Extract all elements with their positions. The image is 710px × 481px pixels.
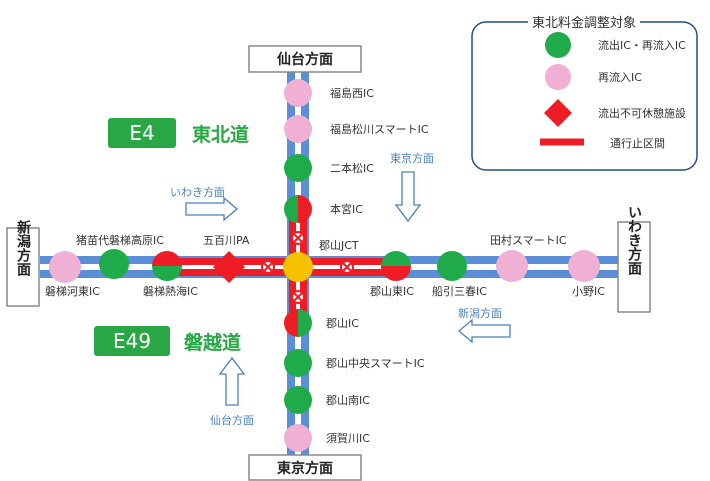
legend-label-green: 流出IC・再流入IC [598,38,686,52]
station-label: 郡山南IC [326,394,370,407]
station-label: 磐梯熱海IC [143,284,198,298]
junction-label: 郡山JCT [319,239,359,252]
direction-iwaki: いわき方面 [170,185,239,222]
up-arrow-icon [218,356,246,406]
station-label: 福島松川スマートIC [330,122,429,136]
station-bandai-kawahigashi[interactable] [49,251,81,283]
station-inawashiro[interactable] [99,249,129,279]
direction-sendai: 仙台方面 [210,356,254,427]
direction-tokyo: 東京方面 [390,151,434,223]
station-label: 五百川PA [203,234,250,247]
station-tamura[interactable] [496,250,528,282]
legend-label-line: 通行止区間 [610,137,665,150]
right-arrow-icon [185,196,239,222]
station-bandai-atami[interactable] [152,251,182,281]
route-banetsu-code: E49 [113,329,151,353]
station-label: 郡山IC [326,317,359,330]
down-arrow-icon [394,171,422,223]
station-fukushima-matsukawa[interactable] [284,115,312,143]
red-diamond-icon [544,99,572,127]
terminal-east: いわき方面 [617,205,651,313]
station-nihonmatsu[interactable] [284,154,312,182]
station-fukushima-nishi[interactable] [284,79,312,107]
terminal-south: 東京方面 [248,454,362,481]
station-label: 郡山中央スマートIC [326,357,425,370]
legend: 東北料金調整対象 流出IC・再流入IC 再流入IC 流出不可休憩施設 通行止区間 [471,13,698,171]
junction-koriyama[interactable] [283,252,313,282]
station-gohyakugawa-pa[interactable] [213,251,245,283]
station-label: 小野IC [572,285,605,298]
legend-label-pink: 再流入IC [598,70,642,84]
terminal-north: 仙台方面 [248,45,362,73]
direction-sendai-label: 仙台方面 [210,413,254,427]
station-koriyama-higashi[interactable] [381,251,411,281]
closure-x-icon [340,260,354,274]
left-arrow-icon [457,318,511,344]
closure-x-icon [261,260,275,274]
station-label: 船引三春IC [432,284,487,298]
terminal-west-label: 新潟方面 [15,219,31,277]
vertical-stations: 福島西IC 福島松川スマートIC 二本松IC 本宮IC 郡山IC 郡山中央スマー… [284,79,429,452]
direction-niigata: 新潟方面 [457,306,511,344]
station-label: 郡山東IC [370,285,414,298]
horizontal-stations: 磐梯河東IC 猪苗代磐梯高原IC 磐梯熱海IC 五百川PA 郡山東IC 船引三春… [45,233,605,298]
station-koriyama[interactable] [284,309,312,337]
station-label: 二本松IC [330,161,374,175]
station-label: 田村スマートIC [490,233,567,247]
terminal-north-label: 仙台方面 [277,51,333,68]
legend-title: 東北料金調整対象 [532,15,636,31]
station-sukagawa[interactable] [284,424,312,452]
closure-markers [261,231,354,304]
route-tohoku: E4 東北道 [108,118,249,148]
station-motomiya[interactable] [284,195,312,223]
direction-niigata-label: 新潟方面 [458,306,502,320]
station-koriyama-minami[interactable] [284,386,312,414]
station-label: 須賀川IC [326,432,370,445]
station-ono[interactable] [568,250,600,282]
terminal-west: 新潟方面 [6,219,40,307]
route-tohoku-code: E4 [129,121,154,145]
station-koriyama-chuo[interactable] [284,349,312,377]
route-tohoku-badge [108,118,176,148]
station-funehiki-miharu[interactable] [437,251,467,281]
station-label: 磐梯河東IC [45,284,100,298]
station-label: 福島西IC [330,86,374,100]
route-banetsu: E49 磐越道 [94,326,241,356]
route-tohoku-name: 東北道 [192,123,249,146]
closure-x-icon [291,290,305,304]
station-label: 猪苗代磐梯高原IC [76,233,164,247]
terminal-east-label: いわき方面 [626,205,642,276]
direction-tokyo-label: 東京方面 [390,151,434,165]
station-label: 本宮IC [330,202,363,216]
green-circle-icon [545,32,571,58]
direction-iwaki-label: いわき方面 [170,185,225,199]
terminal-south-label: 東京方面 [277,460,333,477]
legend-label-diamond: 流出不可休憩施設 [598,106,686,120]
route-banetsu-name: 磐越道 [184,331,241,354]
closure-x-icon [291,231,305,245]
route-banetsu-badge [94,326,170,356]
legend-title-bg [528,13,640,31]
pink-circle-icon [545,64,571,90]
